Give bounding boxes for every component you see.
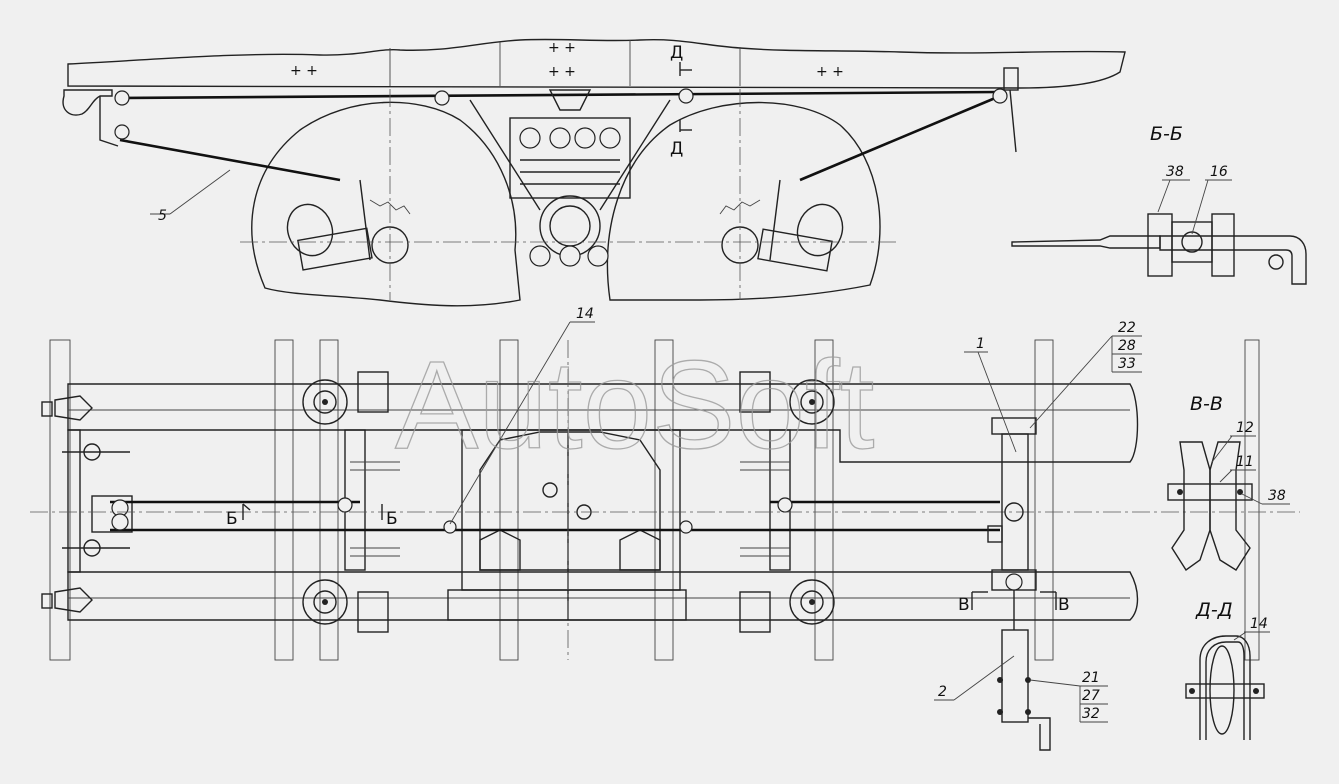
brake-drum-front-left xyxy=(302,379,348,425)
cut-mark-v-left: В xyxy=(958,595,970,615)
cut-mark-b-left: Б xyxy=(226,509,238,529)
svg-text:+ +: + + xyxy=(816,64,844,80)
cut-mark-d-top: Д xyxy=(670,43,683,63)
cut-mark-d-bottom: Д xyxy=(670,139,683,159)
section-b-b-title: Б-Б xyxy=(1150,123,1183,145)
callout-11: 11 xyxy=(1236,454,1254,470)
callout-32: 32 xyxy=(1082,706,1100,722)
section-b-b: Б-Б 38 16 xyxy=(1011,123,1307,285)
brake-drum-rear-left xyxy=(302,579,348,625)
brake-drum-front-right xyxy=(789,379,835,425)
cut-mark-b-right: Б xyxy=(386,509,398,529)
callout-16: 16 xyxy=(1210,164,1228,180)
callout-38-vv: 38 xyxy=(1268,488,1286,504)
svg-text:+ +: + + xyxy=(290,63,318,79)
callout-21: 21 xyxy=(1082,670,1100,686)
callout-38-bb: 38 xyxy=(1166,164,1184,180)
svg-text:+ +: + + xyxy=(548,40,576,56)
side-view: + + + + + + + + xyxy=(62,38,1126,307)
svg-text:+ +: + + xyxy=(548,64,576,80)
section-d-d-title: Д-Д xyxy=(1195,599,1233,621)
callout-1: 1 xyxy=(976,336,985,352)
callout-2: 2 xyxy=(938,684,947,700)
callout-27: 27 xyxy=(1082,688,1100,704)
section-d-d: Д-Д 14 xyxy=(1185,599,1270,740)
callout-5: 5 xyxy=(158,208,167,224)
callout-12: 12 xyxy=(1236,420,1254,436)
section-v-v-title: В-В xyxy=(1190,393,1223,415)
callout-22: 22 xyxy=(1118,320,1136,336)
callout-14-plan: 14 xyxy=(576,306,594,322)
callout-33: 33 xyxy=(1118,356,1136,372)
watermark: AutoSoft xyxy=(395,336,875,475)
cut-mark-v-right: В xyxy=(1058,595,1070,615)
section-v-v: В-В 12 11 38 xyxy=(1167,393,1290,571)
callout-28: 28 xyxy=(1118,338,1136,354)
callout-14-dd: 14 xyxy=(1250,616,1268,632)
brake-drum-rear-right xyxy=(789,579,835,625)
plan-view: Б Б В В 14 1 22 28 33 2 21 xyxy=(30,306,1300,751)
